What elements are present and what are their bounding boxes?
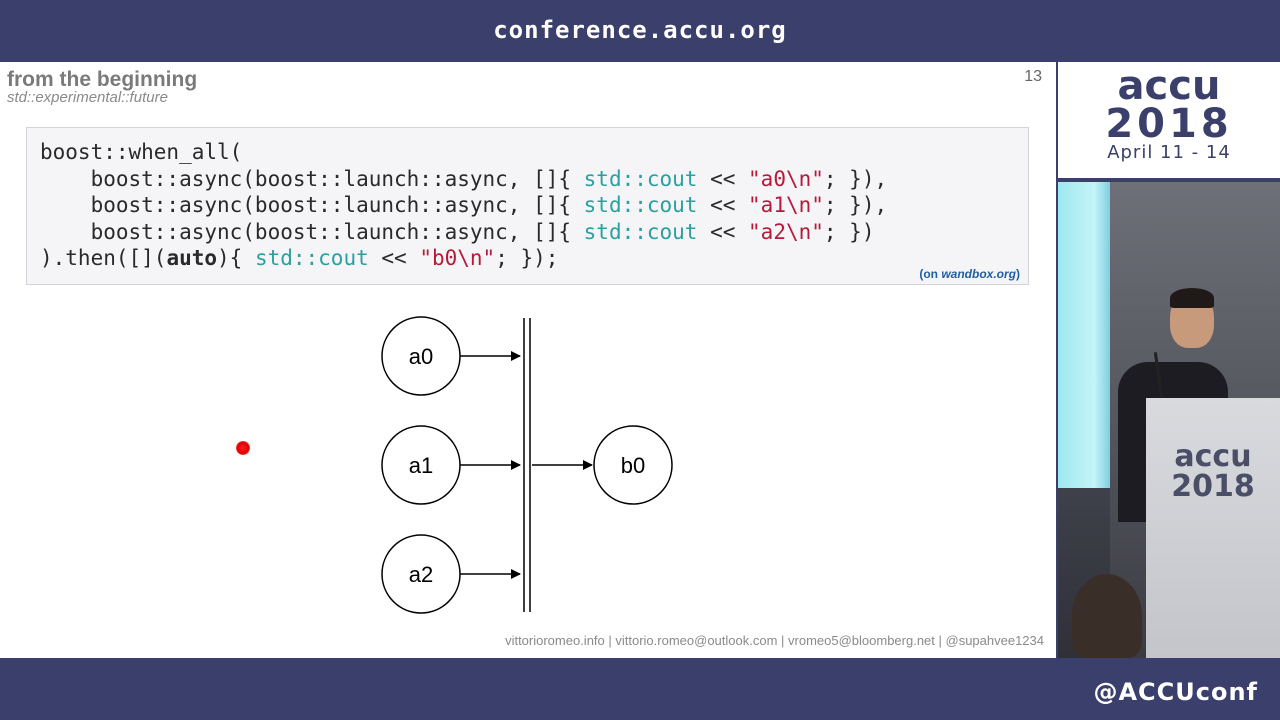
speaker-camera-feed: accu 2018 [1058,182,1280,658]
code-namespace: std::cout [583,220,698,244]
code-line-2: boost::async(boost::launch::async, []{ s… [40,167,888,191]
podium: accu 2018 [1146,398,1280,658]
wandbox-site: wandbox.org [941,267,1016,281]
dependency-diagram: a0 a1 a2 b0 [381,316,673,614]
conference-logo: accu 2018 April 11 - 14 [1058,62,1280,178]
code-namespace: std::cout [583,193,698,217]
code-string: "a0\n" [748,167,824,191]
logo-year: 2018 [1105,101,1233,147]
podium-logo: accu 2018 [1146,442,1280,502]
code-operator: << [697,167,749,191]
code-text: ){ [217,246,255,270]
logo-name: accu [1117,63,1221,109]
code-text: ).then([]( [40,246,167,270]
code-text: ; }); [495,246,559,270]
podium-logo-name: accu [1174,439,1252,474]
slide-title: from the beginning [7,68,198,91]
code-string: "b0\n" [419,246,496,270]
code-text: boost::async(boost::launch::async, []{ [40,167,584,191]
code-operator: << [697,193,749,217]
node-a1: a1 [381,425,461,505]
wandbox-suffix: ) [1016,267,1020,281]
code-text: boost::async(boost::launch::async, []{ [40,193,584,217]
logo-dates: April 11 - 14 [1107,142,1231,163]
code-namespace: std::cout [583,167,698,191]
projector-screen [1058,182,1110,488]
speaker-hair [1170,288,1214,308]
laser-pointer-dot [236,441,250,455]
code-string: "a1\n" [748,193,824,217]
node-a1-label: a1 [409,453,433,478]
slide: from the beginning std::experimental::fu… [0,62,1056,658]
bottom-banner: @ACCUconf [0,660,1280,720]
code-line-3: boost::async(boost::launch::async, []{ s… [40,193,888,217]
code-text: boost::when_all( [40,140,243,164]
top-banner: conference.accu.org [0,0,1280,60]
node-a2: a2 [381,534,461,614]
code-keyword: auto [166,246,218,270]
wandbox-link[interactable]: (on wandbox.org) [919,267,1020,281]
code-string: "a2\n" [748,220,824,244]
code-text: boost::async(boost::launch::async, []{ [40,220,584,244]
node-b0-label: b0 [621,453,645,478]
code-text: ; }), [823,167,888,191]
podium-logo-year: 2018 [1171,469,1255,504]
code-operator: << [697,220,749,244]
code-block: boost::when_all( boost::async(boost::lau… [26,127,1029,285]
node-a0-label: a0 [409,344,433,369]
code-line-4: boost::async(boost::launch::async, []{ s… [40,220,875,244]
code-operator: << [368,246,420,270]
code-namespace: std::cout [254,246,369,270]
conference-url: conference.accu.org [493,16,787,44]
node-a0: a0 [381,316,461,396]
code-line-1: boost::when_all( [40,140,242,164]
slide-subtitle: std::experimental::future [7,89,168,106]
code-line-5: ).then([](auto){ std::cout << "b0\n"; })… [40,246,558,270]
node-a2-label: a2 [409,562,433,587]
audience-member-head [1072,574,1142,658]
wandbox-prefix: (on [919,267,942,281]
page-number: 13 [1024,68,1042,85]
slide-footer: vittorioromeo.info | vittorio.romeo@outl… [505,633,1044,648]
code-text: ; }) [823,220,875,244]
twitter-handle: @ACCUconf [1093,678,1258,706]
code-text: ; }), [823,193,888,217]
node-b0: b0 [593,425,673,505]
